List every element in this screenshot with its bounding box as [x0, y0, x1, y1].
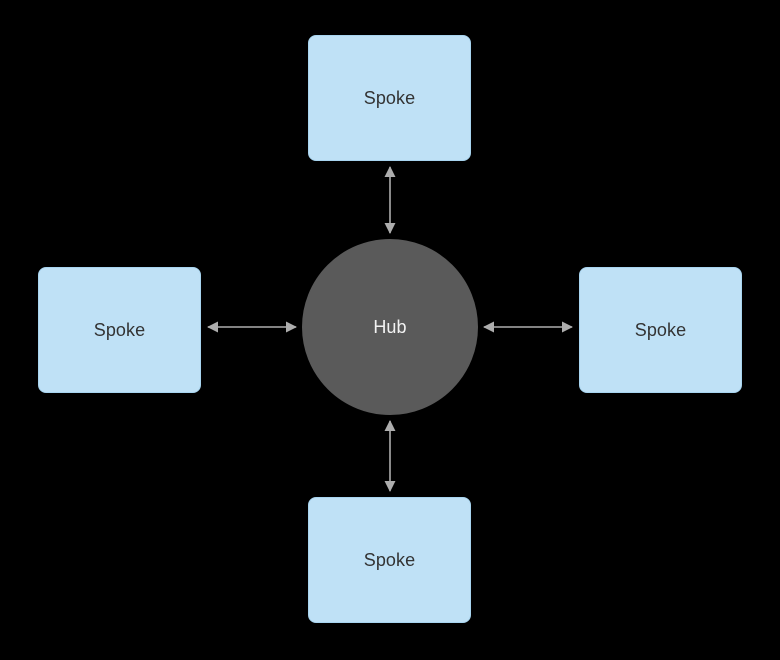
node-hub[interactable]: Hub — [302, 239, 478, 415]
node-spoke-left-label: Spoke — [93, 320, 146, 340]
node-spoke-bottom-label: Spoke — [363, 550, 416, 570]
node-spoke-right[interactable]: Spoke — [579, 267, 742, 393]
node-spoke-bottom[interactable]: Spoke — [308, 497, 471, 623]
node-spoke-left[interactable]: Spoke — [38, 267, 201, 393]
node-hub-label: Hub — [373, 317, 407, 337]
node-spoke-top-label: Spoke — [363, 88, 416, 108]
node-spoke-top[interactable]: Spoke — [308, 35, 471, 161]
node-spoke-right-label: Spoke — [634, 320, 687, 340]
